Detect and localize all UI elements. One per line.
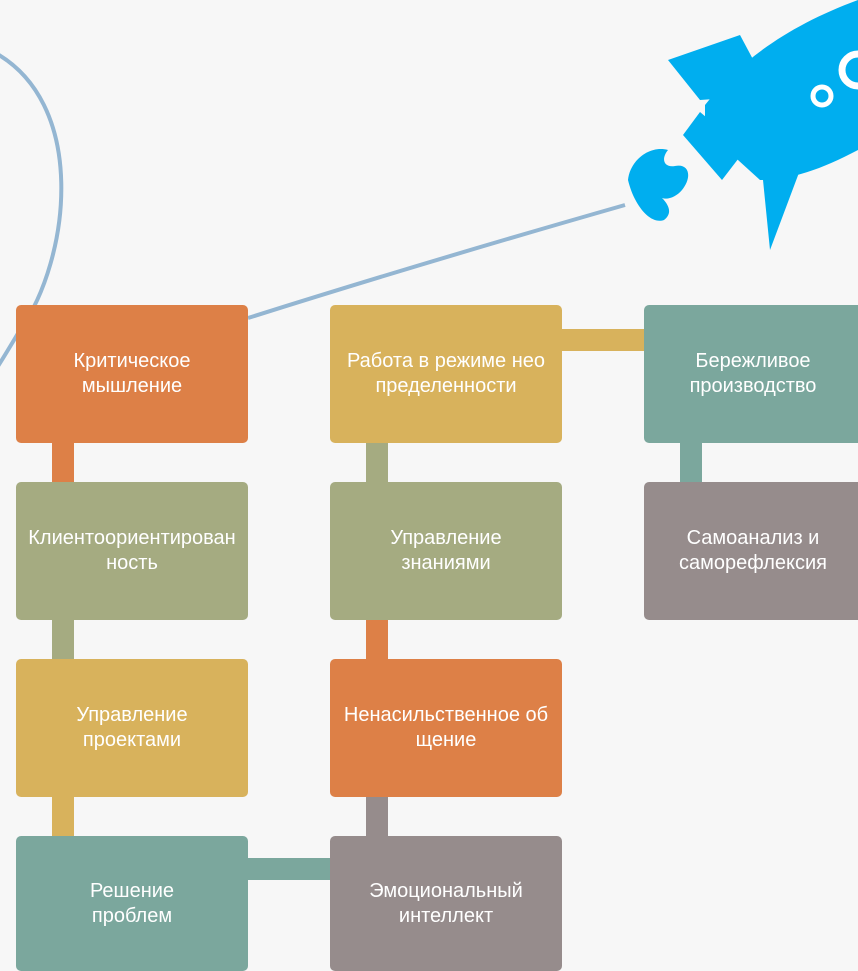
rocket-window-large-icon — [838, 50, 858, 90]
node-client-orientation: Клиентоориентированность — [16, 482, 248, 620]
node-critical-thinking: Критическое мышление — [16, 305, 248, 443]
loop-curve — [0, 53, 64, 367]
node-label: Управление знаниями — [390, 527, 502, 574]
node-lean-production: Бережливое производство — [644, 305, 858, 443]
connector-uncertainty-knowledge — [366, 443, 388, 482]
node-nonviolent-communication: Ненасильственное общение — [330, 659, 562, 797]
node-label: Клиентоориентированность — [28, 527, 236, 574]
node-label: Критическое мышление — [73, 350, 191, 397]
node-emotional-intelligence: Эмоциональный интеллект — [330, 836, 562, 971]
rocket-trail — [247, 203, 626, 320]
connector-project-problem — [52, 797, 74, 836]
node-self-analysis: Самоанализ и саморефлексия — [644, 482, 858, 620]
connector-nvc-emotional — [366, 797, 388, 836]
node-problem-solving: Решение проблем — [16, 836, 248, 971]
connector-lean-self — [680, 443, 702, 482]
connector-uncertainty-lean — [562, 329, 644, 351]
rocket-window-icon — [810, 84, 834, 108]
connector-client-project — [52, 620, 74, 659]
connector-problem-emotional — [248, 858, 330, 880]
node-label: Ненасильственное общение — [343, 704, 549, 751]
connector-critical-client — [52, 443, 74, 482]
node-label: Управление проектами — [76, 704, 188, 751]
connector-knowledge-nvc — [366, 620, 388, 659]
node-label: Самоанализ и саморефлексия — [678, 527, 828, 574]
node-label: Эмоциональный интеллект — [369, 879, 523, 927]
rocket-icon — [628, 0, 858, 250]
node-project-management: Управление проектами — [16, 659, 248, 797]
node-label: Решение проблем — [89, 879, 175, 927]
node-label: Работа в режиме неопределенности — [346, 350, 546, 397]
node-knowledge-management: Управление знаниями — [330, 482, 562, 620]
node-label: Бережливое производство — [689, 350, 817, 397]
node-uncertainty: Работа в режиме неопределенности — [330, 305, 562, 443]
